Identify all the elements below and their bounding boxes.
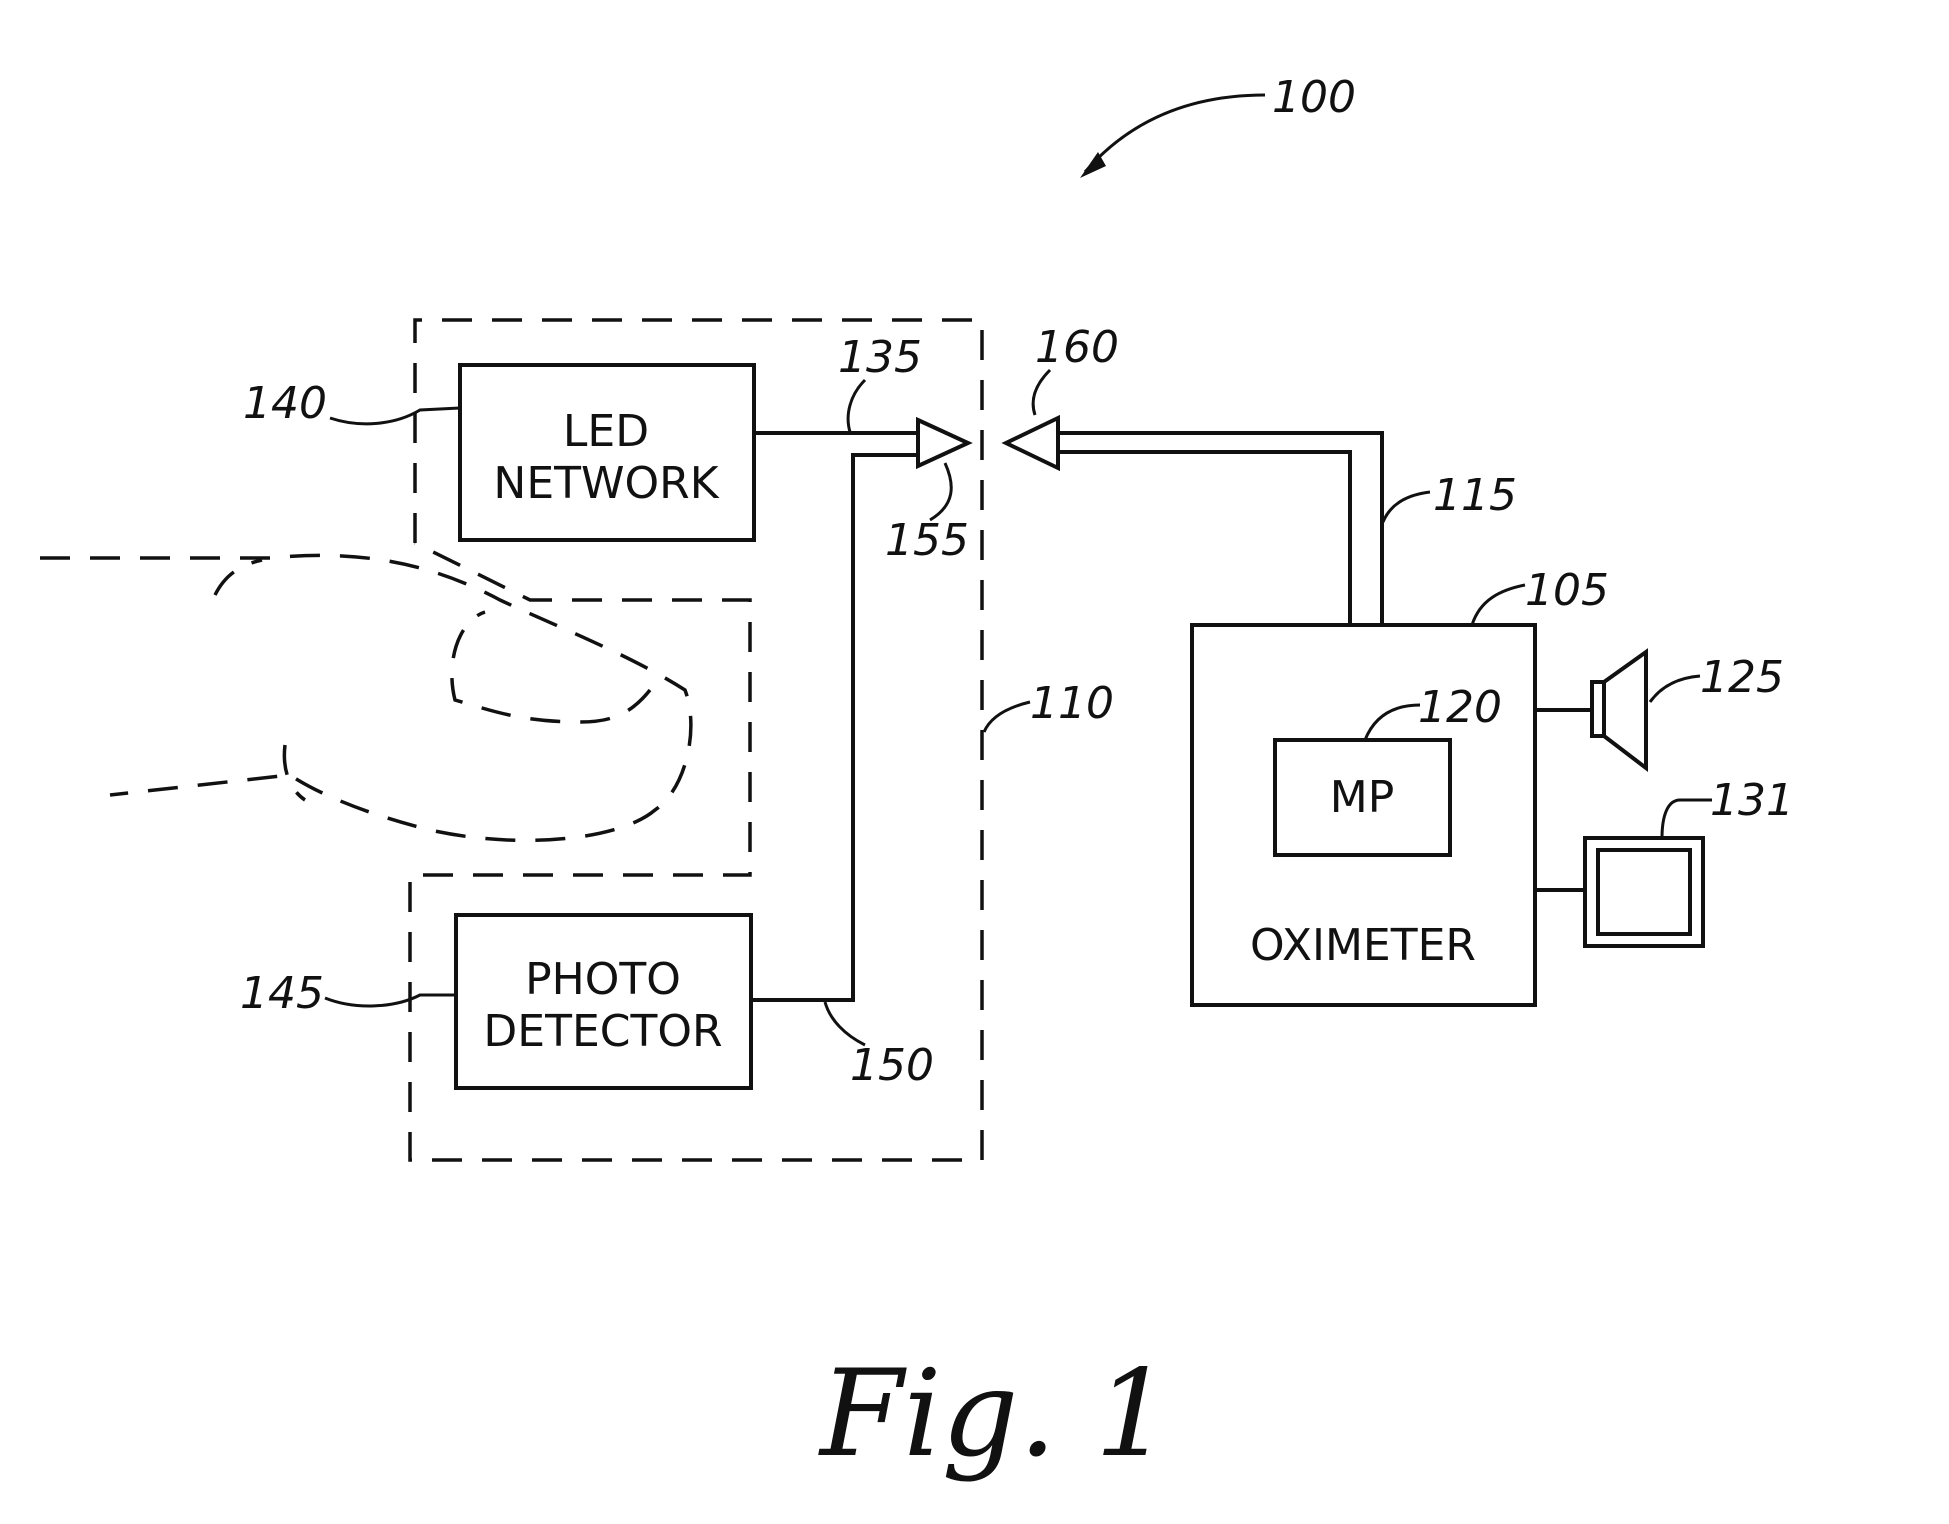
oximeter-label: OXIMETER [1250,920,1476,971]
ref-135-label: 135 [838,332,922,383]
ref-140-leader [330,408,460,424]
display-outer-frame [1585,838,1703,946]
speaker-icon [1535,652,1646,768]
finger-outline [40,555,691,840]
cable-115-inner [1058,452,1350,625]
photo-detector-label-line1: PHOTO [525,954,681,1005]
ref-110-leader [984,702,1030,732]
speaker-cone [1604,652,1646,768]
finger-crease-top [215,560,262,595]
led-network-label-line1: LED [563,406,649,457]
ref-160-leader [1033,370,1050,415]
ref-105-leader [1472,585,1525,625]
ref-120-label: 120 [1418,682,1502,733]
cable-115-outer [1058,433,1382,625]
finger-crease-bottom [284,745,305,800]
fingernail-outline [452,612,650,722]
finger-contour [40,555,691,840]
ref-125-leader [1650,676,1700,702]
ref-150-leader [825,1002,865,1045]
ref-100-group: 100 [1080,72,1356,178]
ref-105-label: 105 [1525,565,1609,616]
ref-100-label: 100 [1272,72,1356,123]
ref-115-label: 115 [1433,470,1517,521]
connector-160 [1006,418,1058,468]
ref-115-leader [1383,492,1430,522]
figure-caption: Fig. 1 [818,1345,1171,1484]
ref-100-arrow-curve [1085,95,1265,172]
ref-120-leader [1365,705,1420,740]
ref-155-label: 155 [885,515,969,566]
photo-detector-label-line2: DETECTOR [483,1006,722,1057]
ref-110-label: 110 [1030,678,1114,729]
display-monitor-icon [1535,838,1703,946]
mp-label: MP [1330,772,1395,823]
ref-155-leader [930,463,951,520]
ref-131-leader [1662,800,1712,838]
ref-160-label: 160 [1035,322,1119,373]
ref-131-label: 131 [1710,775,1794,826]
connector-155 [918,420,968,466]
ref-125-label: 125 [1700,652,1784,703]
ref-140-label: 140 [243,378,327,429]
led-network-label-line2: NETWORK [493,458,719,509]
ref-150-label: 150 [850,1040,934,1091]
ref-145-label: 145 [240,968,324,1019]
ref-145-leader [325,995,456,1006]
ref-135-leader [848,380,865,432]
display-screen [1598,850,1690,934]
